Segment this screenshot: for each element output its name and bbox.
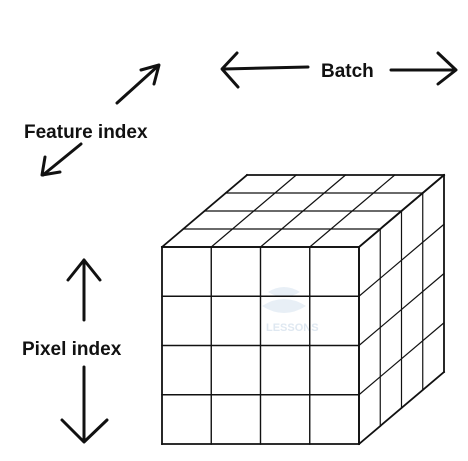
watermark-logo — [262, 287, 306, 313]
feature-arrow-up — [115, 63, 161, 105]
watermark-text: LESSONS — [266, 322, 319, 334]
batch-arrow-left — [220, 51, 310, 89]
pixel-index-label: Pixel index — [22, 339, 122, 360]
watermark: LESSONS — [262, 287, 319, 334]
data-cube — [160, 173, 446, 446]
feature-index-label: Feature index — [24, 122, 148, 143]
pixel-arrow-down — [60, 365, 109, 444]
batch-arrow-right — [389, 51, 458, 86]
pixel-arrow-up — [66, 258, 102, 322]
feature-arrow-down — [40, 142, 83, 177]
batch-label: Batch — [321, 61, 374, 82]
